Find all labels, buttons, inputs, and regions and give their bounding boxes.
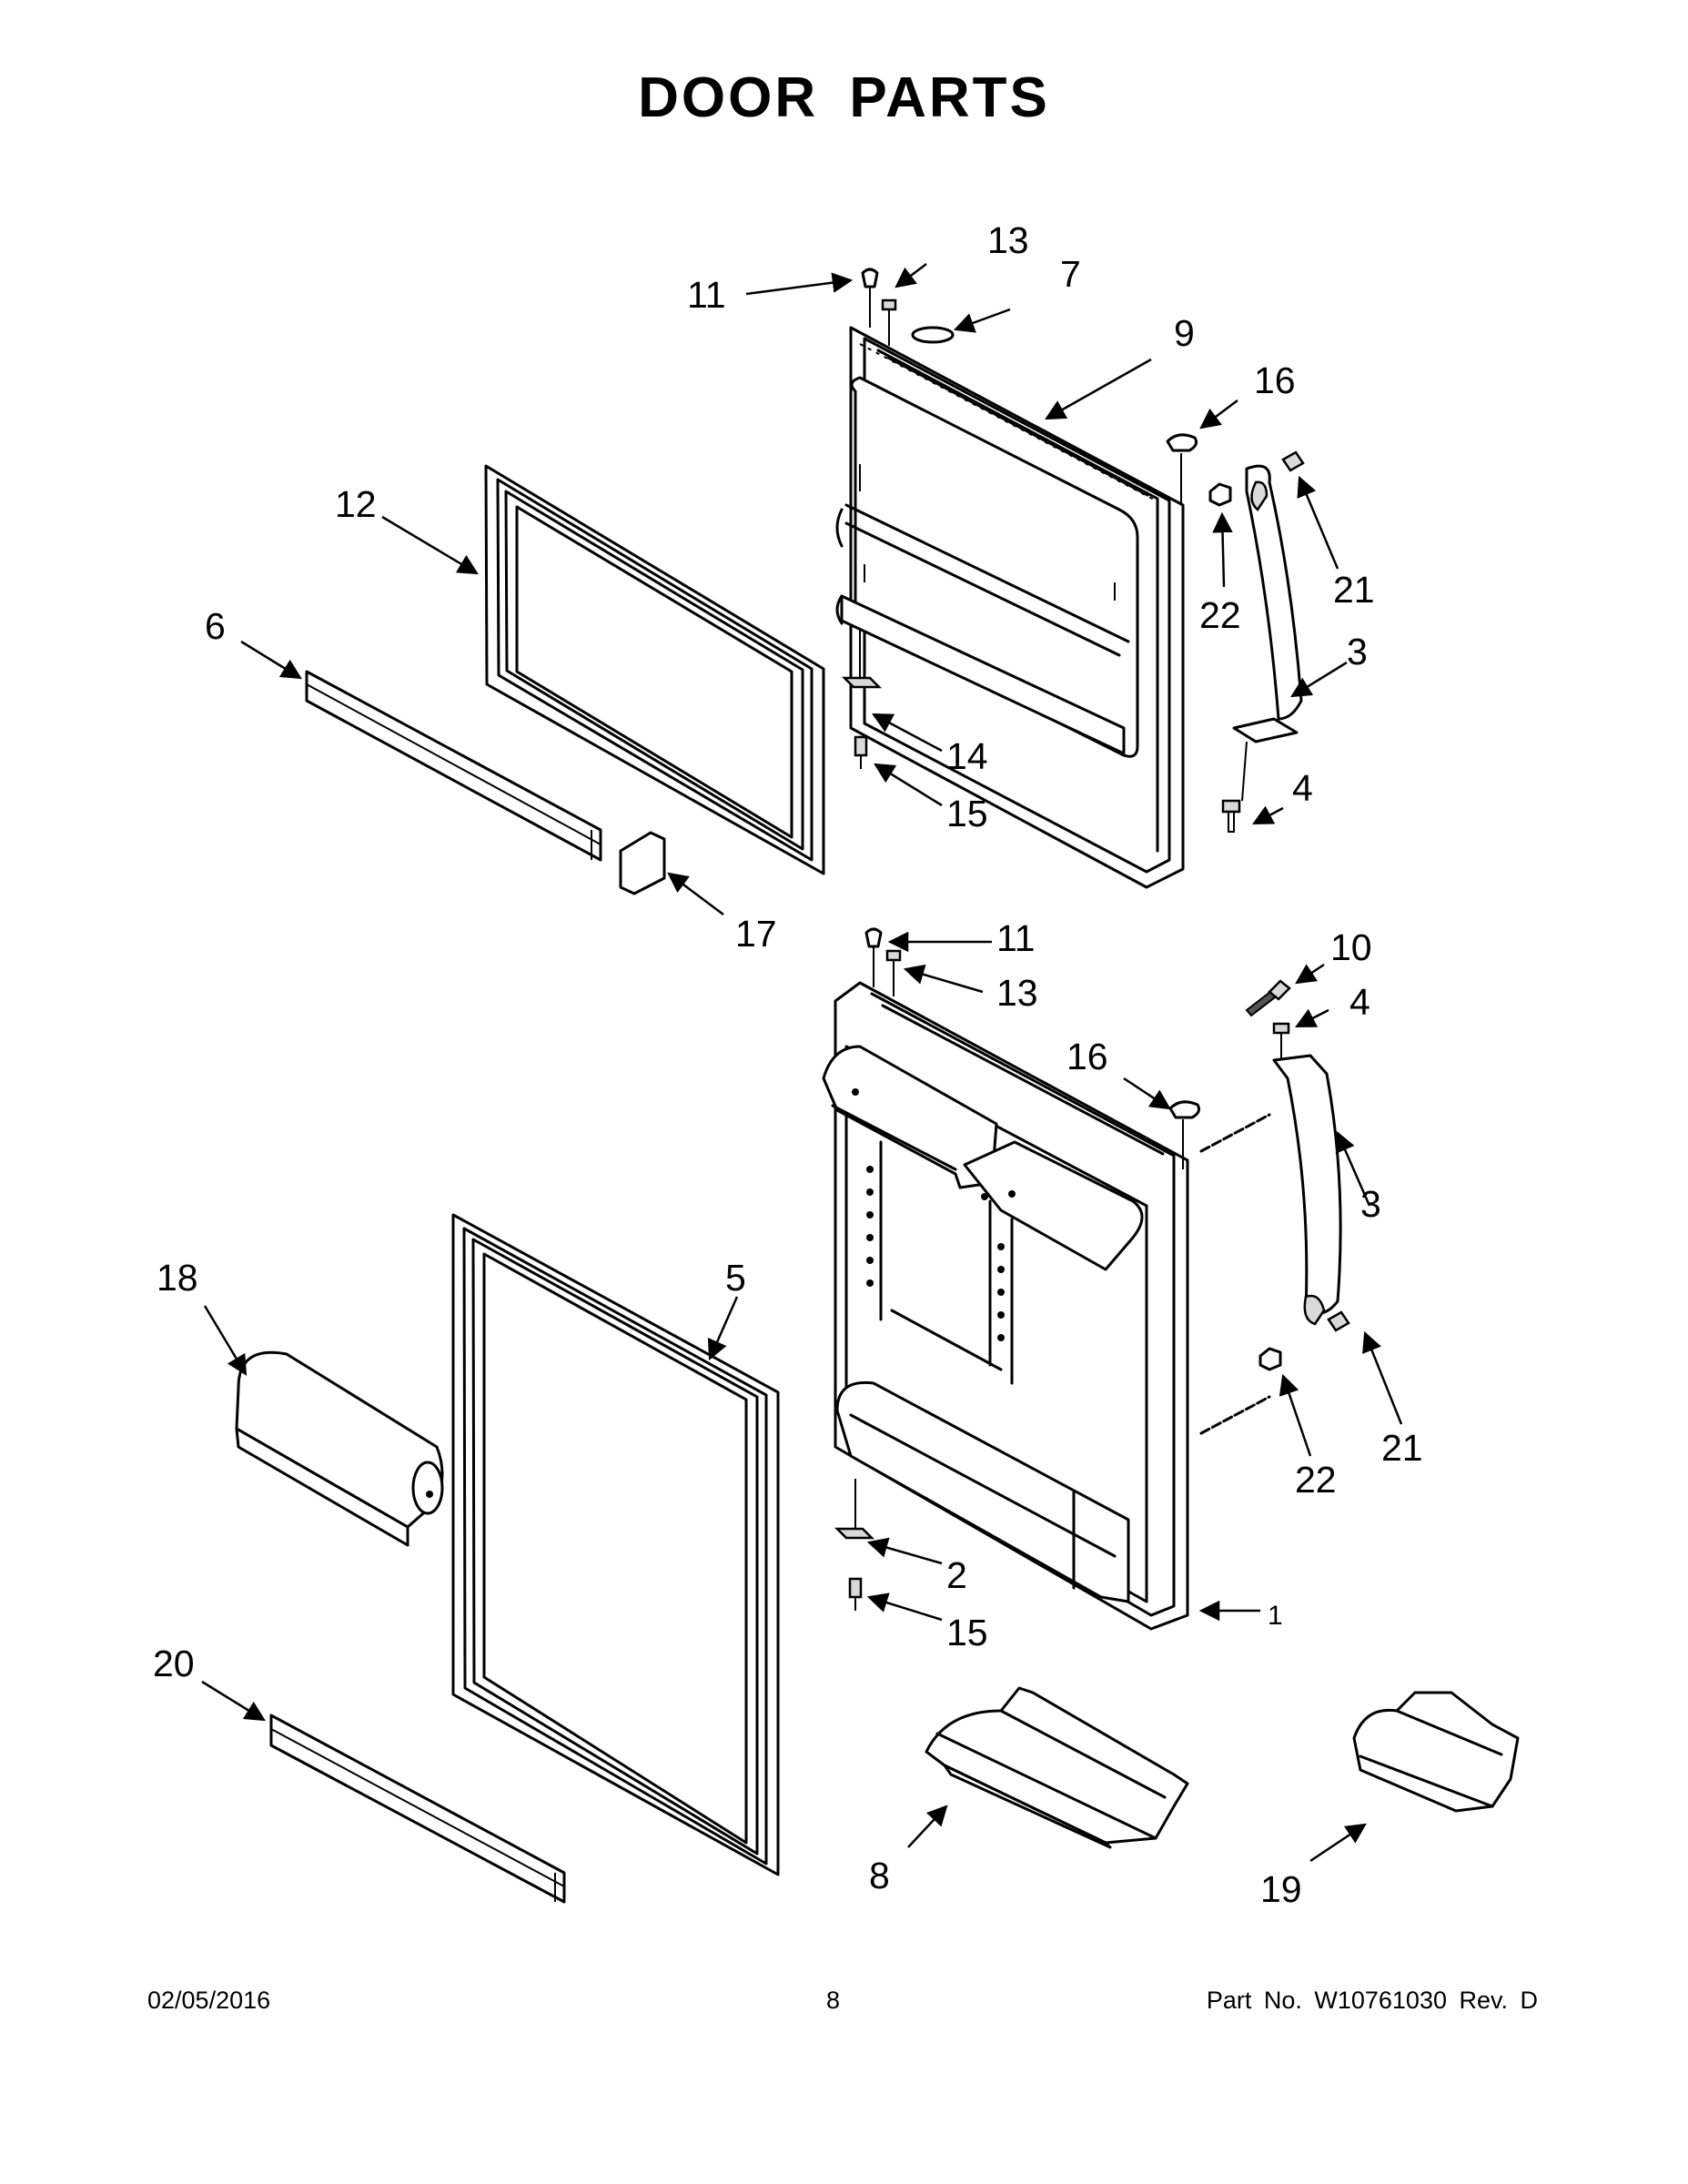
plug-button-icon [861,268,879,288]
callout-22-freezer: 22 [1199,594,1241,636]
callout-4-freezer: 4 [1292,767,1313,809]
footer-date: 02/05/2016 [147,1987,271,2014]
callout-16-freezer: 16 [1254,359,1296,401]
callout-15-fresh-food: 15 [946,1612,988,1653]
callout-leaders [201,263,1403,1863]
callout-21-freezer: 21 [1333,569,1375,611]
callout-5: 5 [725,1257,746,1299]
page-title: DOOR PARTS [638,66,1050,129]
callout-13-fresh-food: 13 [996,972,1038,1014]
freezer-door-assembly [835,326,1185,889]
callout-3-fresh-food: 3 [1360,1183,1381,1225]
callout-8: 8 [869,1855,890,1896]
freezer-trim-strip [305,670,602,862]
door-bin-small [1352,1691,1520,1813]
callout-numbers: 11 13 7 9 16 22 21 3 4 12 6 14 15 17 11 … [153,219,1423,1910]
fresh-food-trim-strip [269,1714,566,1904]
callout-3-freezer: 3 [1347,631,1368,672]
fresh-food-hardware [834,927,1350,1611]
callout-21-fresh-food: 21 [1381,1427,1423,1469]
callout-7: 7 [1060,253,1081,295]
freezer-door-hardware [841,268,1305,833]
callout-11-freezer: 11 [687,274,726,316]
footer-part-number: Part No. W10761030 Rev. D [1206,1987,1538,2014]
callout-2: 2 [946,1554,967,1596]
callout-16-fresh-food: 16 [1066,1036,1108,1077]
callout-11-fresh-food: 11 [996,917,1036,959]
callout-17: 17 [735,913,777,955]
callout-18: 18 [157,1257,198,1299]
clip-part [619,831,666,895]
callout-6: 6 [205,605,226,647]
callout-22-fresh-food: 22 [1295,1459,1337,1501]
door-bin-large [925,1686,1189,1849]
callout-13-freezer: 13 [987,219,1029,261]
callout-9: 9 [1174,312,1195,354]
callout-12: 12 [335,483,377,525]
callout-14: 14 [946,735,988,777]
callout-4-fresh-food: 4 [1349,981,1370,1023]
callout-19: 19 [1260,1868,1302,1910]
callout-1: 1 [1268,1601,1283,1631]
fresh-food-door-gasket [451,1213,780,1876]
callout-20: 20 [153,1643,195,1684]
fresh-food-door-assembly [822,981,1189,1631]
shelf-adjust-holes [866,1166,1005,1341]
dairy-compartment-cover [235,1350,444,1547]
freezer-door-gasket [484,464,825,875]
callout-15-freezer: 15 [946,793,988,834]
footer-page-number: 8 [826,1987,841,2014]
callout-10: 10 [1330,926,1372,968]
